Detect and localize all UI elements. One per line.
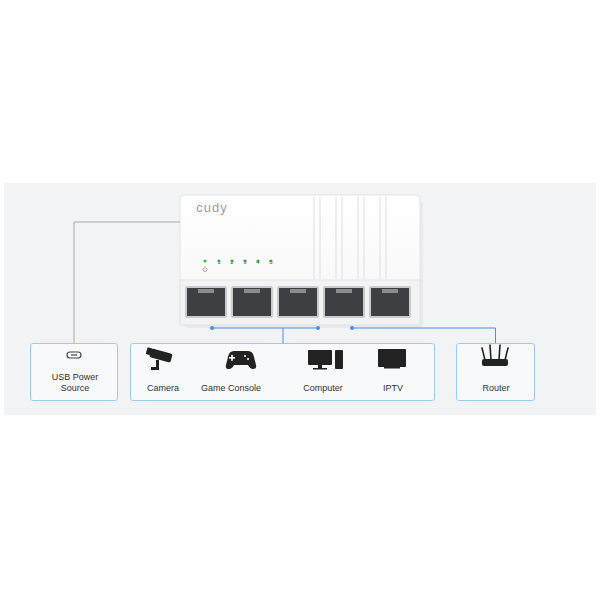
router-icon (482, 345, 508, 366)
device-label: Camera (133, 383, 193, 394)
background-band (4, 183, 596, 415)
tv-icon (378, 349, 406, 369)
device-label: IPTV (368, 383, 418, 394)
device-group-box: CameraGame Console Computer IPTV (130, 343, 435, 401)
switch-illustration (180, 195, 423, 328)
port-number: 1 (214, 259, 224, 266)
power-symbol (203, 266, 207, 271)
connector-line (352, 328, 496, 343)
usb-c-icon (67, 352, 81, 358)
device-label: Game Console (191, 383, 271, 394)
computer-icon (308, 350, 343, 370)
connector-line (74, 222, 180, 343)
port-bracket (210, 326, 354, 330)
device-label: Computer (288, 383, 358, 394)
port-number: 2 (227, 259, 237, 266)
connector-line (283, 328, 284, 343)
brand-logo: cudy (182, 200, 242, 216)
port-number: 4 (253, 259, 263, 266)
camera-icon (146, 347, 173, 370)
port-number: 5 (266, 259, 276, 266)
device-label: USB Power Source (40, 372, 110, 394)
router-box: Router (456, 343, 535, 401)
switch-device: cudy 12345 (180, 193, 420, 328)
device-label: Router (461, 383, 531, 394)
power-box: USB Power Source (30, 343, 118, 401)
game-controller-icon (226, 351, 256, 369)
port-number: 3 (240, 259, 250, 266)
box-fills (30, 343, 535, 401)
